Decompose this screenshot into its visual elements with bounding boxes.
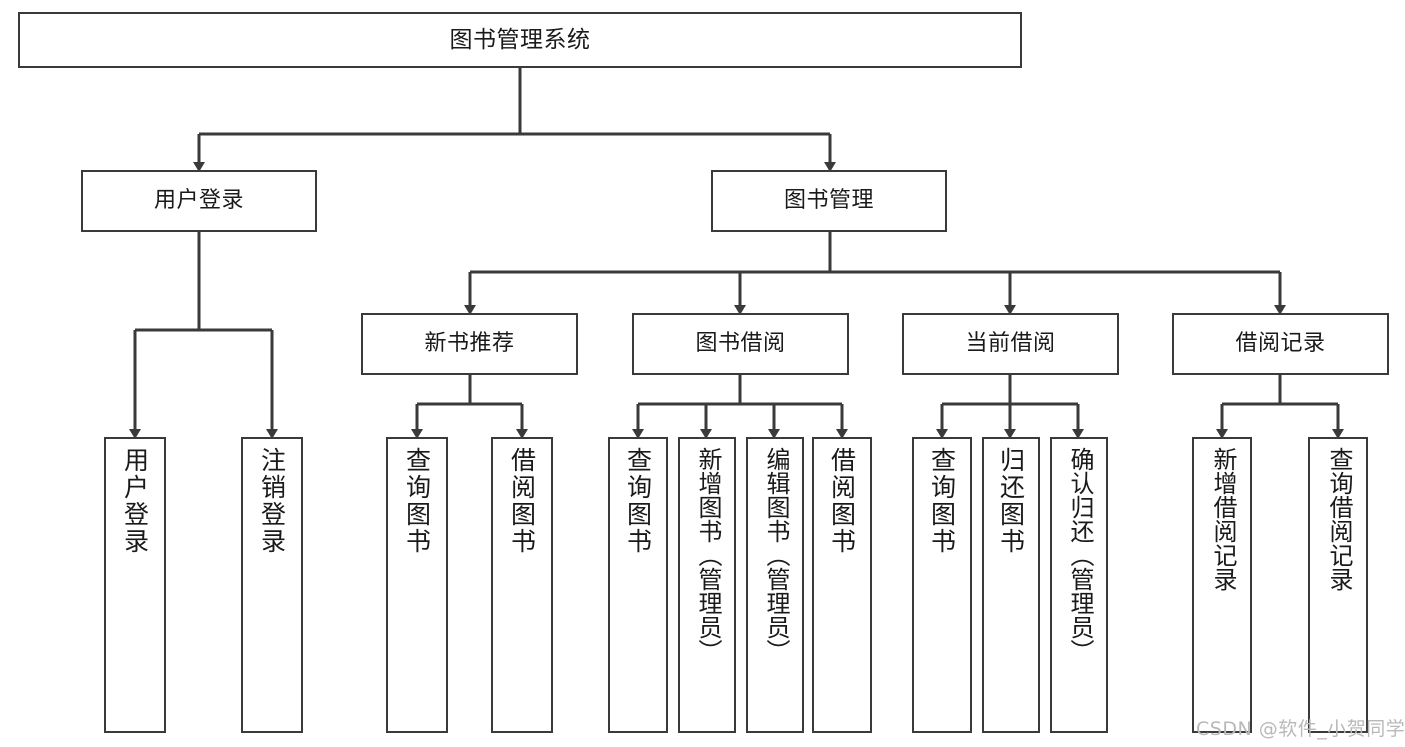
- node-leaf-query-record[interactable]: 查询借阅记录: [1308, 437, 1368, 733]
- node-leaf-add-record[interactable]: 新增借阅记录: [1192, 437, 1252, 733]
- node-book-borrow[interactable]: 图书借阅: [632, 313, 849, 375]
- node-current-borrow[interactable]: 当前借阅: [902, 313, 1119, 375]
- node-leaf-query-book-1-label: 查询图书: [402, 447, 432, 555]
- node-book-borrow-label: 图书借阅: [695, 331, 786, 356]
- node-leaf-query-book-3-label: 查询图书: [927, 447, 957, 555]
- node-leaf-borrow-book-1[interactable]: 借阅图书: [491, 437, 553, 733]
- node-leaf-user-login-label: 用户登录: [120, 447, 150, 555]
- node-leaf-query-book-3[interactable]: 查询图书: [912, 437, 972, 733]
- node-root[interactable]: 图书管理系统: [18, 12, 1022, 68]
- node-current-borrow-label: 当前借阅: [965, 331, 1056, 356]
- node-leaf-logout-label: 注销登录: [257, 447, 287, 555]
- node-leaf-query-book-1[interactable]: 查询图书: [386, 437, 448, 733]
- node-book-management-label: 图书管理: [783, 188, 874, 213]
- node-leaf-return-book-label: 归还图书: [996, 447, 1026, 555]
- watermark-text: CSDN @软件_小贺同学: [1196, 718, 1405, 740]
- node-leaf-confirm-return-label: 确认归还（管理员）: [1065, 447, 1094, 663]
- node-leaf-edit-book[interactable]: 编辑图书（管理员）: [746, 437, 804, 733]
- node-new-book-recommend[interactable]: 新书推荐: [361, 313, 578, 375]
- node-leaf-borrow-book-2[interactable]: 借阅图书: [812, 437, 872, 733]
- node-user-login[interactable]: 用户登录: [81, 170, 317, 232]
- node-leaf-add-book-label: 新增图书（管理员）: [693, 447, 722, 663]
- node-leaf-return-book[interactable]: 归还图书: [982, 437, 1040, 733]
- node-user-login-label: 用户登录: [153, 188, 244, 213]
- node-leaf-borrow-book-2-label: 借阅图书: [827, 447, 857, 555]
- node-leaf-edit-book-label: 编辑图书（管理员）: [761, 447, 790, 663]
- node-borrow-record-label: 借阅记录: [1235, 331, 1326, 356]
- node-root-label: 图书管理系统: [449, 26, 591, 53]
- node-leaf-query-book-2-label: 查询图书: [623, 447, 653, 555]
- node-leaf-add-record-label: 新增借阅记录: [1208, 447, 1237, 591]
- node-leaf-borrow-book-1-label: 借阅图书: [507, 447, 537, 555]
- node-new-book-recommend-label: 新书推荐: [424, 331, 515, 356]
- node-borrow-record[interactable]: 借阅记录: [1172, 313, 1389, 375]
- node-leaf-query-record-label: 查询借阅记录: [1324, 447, 1353, 591]
- node-leaf-user-login[interactable]: 用户登录: [104, 437, 166, 733]
- node-book-management[interactable]: 图书管理: [711, 170, 947, 232]
- node-leaf-logout[interactable]: 注销登录: [241, 437, 303, 733]
- node-leaf-confirm-return[interactable]: 确认归还（管理员）: [1050, 437, 1108, 733]
- node-leaf-query-book-2[interactable]: 查询图书: [608, 437, 668, 733]
- node-leaf-add-book[interactable]: 新增图书（管理员）: [678, 437, 736, 733]
